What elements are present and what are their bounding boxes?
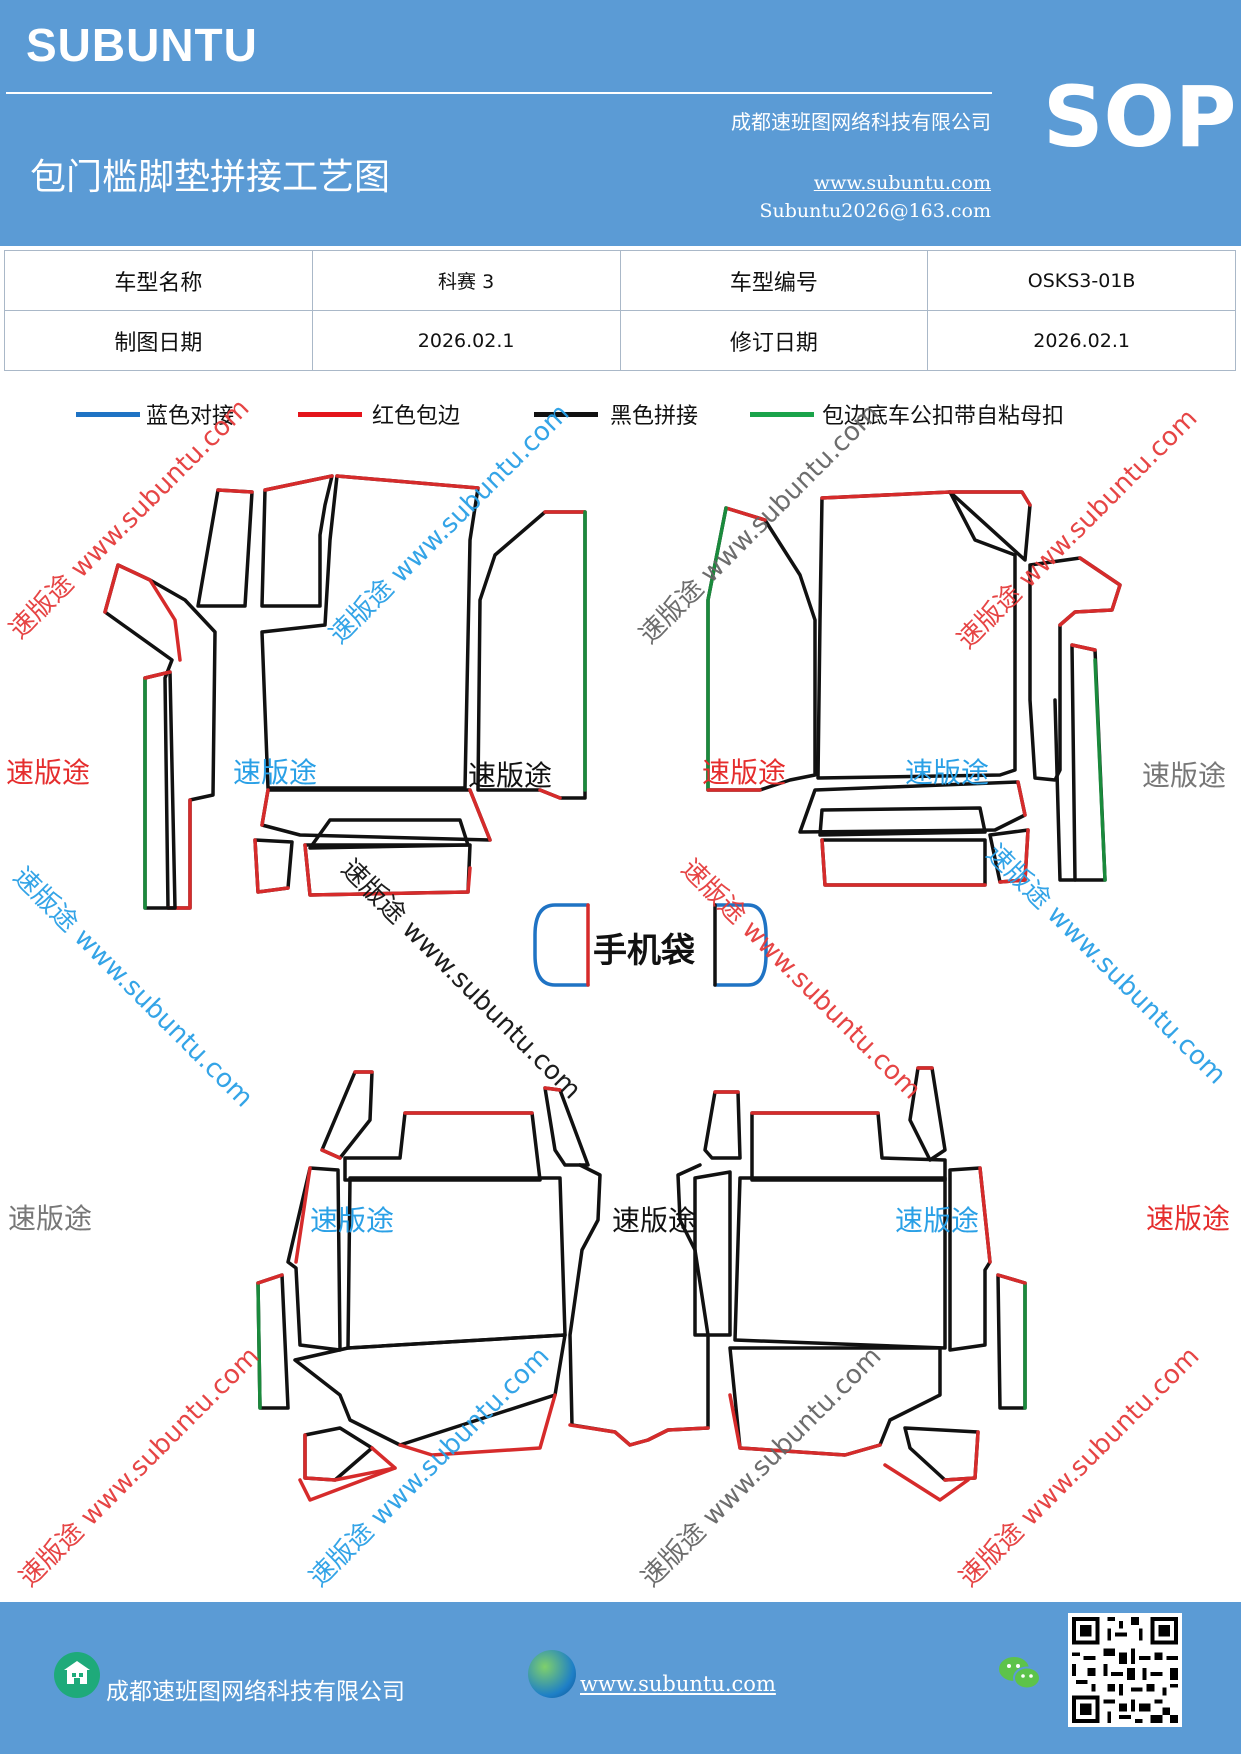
watermark: 速版途 [8, 1202, 92, 1235]
watermark: 速版途 www.subuntu.com [634, 398, 886, 650]
legend-swatch-green [750, 412, 814, 417]
qr-code [1068, 1613, 1182, 1727]
watermark: 速版途 [895, 1204, 979, 1237]
email-address: Subuntu2026@163.com [759, 200, 991, 222]
phone-pocket [533, 903, 768, 987]
footer-banner: 成都速班图网络科技有限公司 www.subuntu.com [0, 1602, 1241, 1754]
watermark: 速版途 www.subuntu.com [636, 1341, 888, 1593]
legend-swatch-black [534, 412, 598, 417]
rear-right-mat [693, 1066, 1027, 1502]
watermark: 速版途 [468, 759, 552, 792]
revise-date-value: 2026.02.1 [927, 310, 1236, 371]
wechat-icon [997, 1654, 1043, 1694]
info-table: 车型名称 科赛 3 车型编号 OSKS3-01B 制图日期 2026.02.1 … [4, 250, 1236, 371]
rear-left-mat [256, 1070, 590, 1502]
front-left-mat [103, 474, 587, 910]
model-name-value: 科赛 3 [311, 250, 621, 311]
building-icon [54, 1652, 100, 1698]
revise-date-label: 修订日期 [619, 310, 929, 371]
document-title: 包门槛脚垫拼接工艺图 [30, 157, 391, 198]
legend-label: 蓝色对接 [146, 404, 235, 429]
watermark: 速版途 [1142, 759, 1226, 792]
watermark: 速版途 [702, 756, 786, 789]
footer-company: 成都速班图网络科技有限公司 [106, 1679, 405, 1705]
brand-logo: SUBUNTU [26, 19, 258, 71]
draw-date-value: 2026.02.1 [311, 310, 621, 371]
front-right-mat [706, 490, 1122, 887]
watermark: 速版途 [905, 756, 989, 789]
table-row: 车型名称 科赛 3 车型编号 OSKS3-01B [4, 250, 1236, 311]
phone-pocket-label: 手机袋 [593, 931, 695, 971]
header-divider [6, 92, 992, 94]
watermark: 速版途 www.subuntu.com [675, 854, 927, 1106]
legend-label: 红色包边 [372, 404, 461, 429]
watermark: 速版途 www.subuntu.com [7, 862, 259, 1114]
legend-swatch-red [298, 412, 362, 417]
website-link[interactable]: www.subuntu.com [813, 172, 991, 194]
model-name-label: 车型名称 [4, 250, 313, 311]
globe-icon [528, 1650, 576, 1698]
model-code-label: 车型编号 [619, 250, 929, 311]
watermark: 速版途 [1146, 1202, 1230, 1235]
center-tunnel-mat [568, 1163, 710, 1447]
draw-date-label: 制图日期 [4, 310, 313, 371]
legend-swatch-blue [76, 412, 140, 417]
company-name: 成都速班图网络科技有限公司 [731, 110, 991, 134]
watermark: 速版途 www.subuntu.com [14, 1341, 266, 1593]
legend-label: 黑色拼接 [610, 404, 699, 429]
watermark: 速版途 [6, 756, 90, 789]
watermark: 速版途 [233, 756, 317, 789]
footer-website[interactable]: www.subuntu.com [580, 1672, 776, 1696]
sop-label: SOP [1043, 68, 1237, 166]
watermark: 速版途 www.subuntu.com [954, 1341, 1206, 1593]
model-code-value: OSKS3-01B [927, 250, 1236, 311]
watermark: 速版途 www.subuntu.com [304, 1341, 556, 1593]
table-row: 制图日期 2026.02.1 修订日期 2026.02.1 [4, 310, 1236, 371]
watermark: 速版途 [612, 1204, 696, 1237]
watermark: 速版途 www.subuntu.com [324, 398, 576, 650]
watermark: 速版途 [310, 1204, 394, 1237]
legend-label: 包边底车公扣带自粘母扣 [822, 404, 1065, 429]
header-banner: SUBUNTU SOP 成都速班图网络科技有限公司 www.subuntu.co… [0, 0, 1241, 246]
